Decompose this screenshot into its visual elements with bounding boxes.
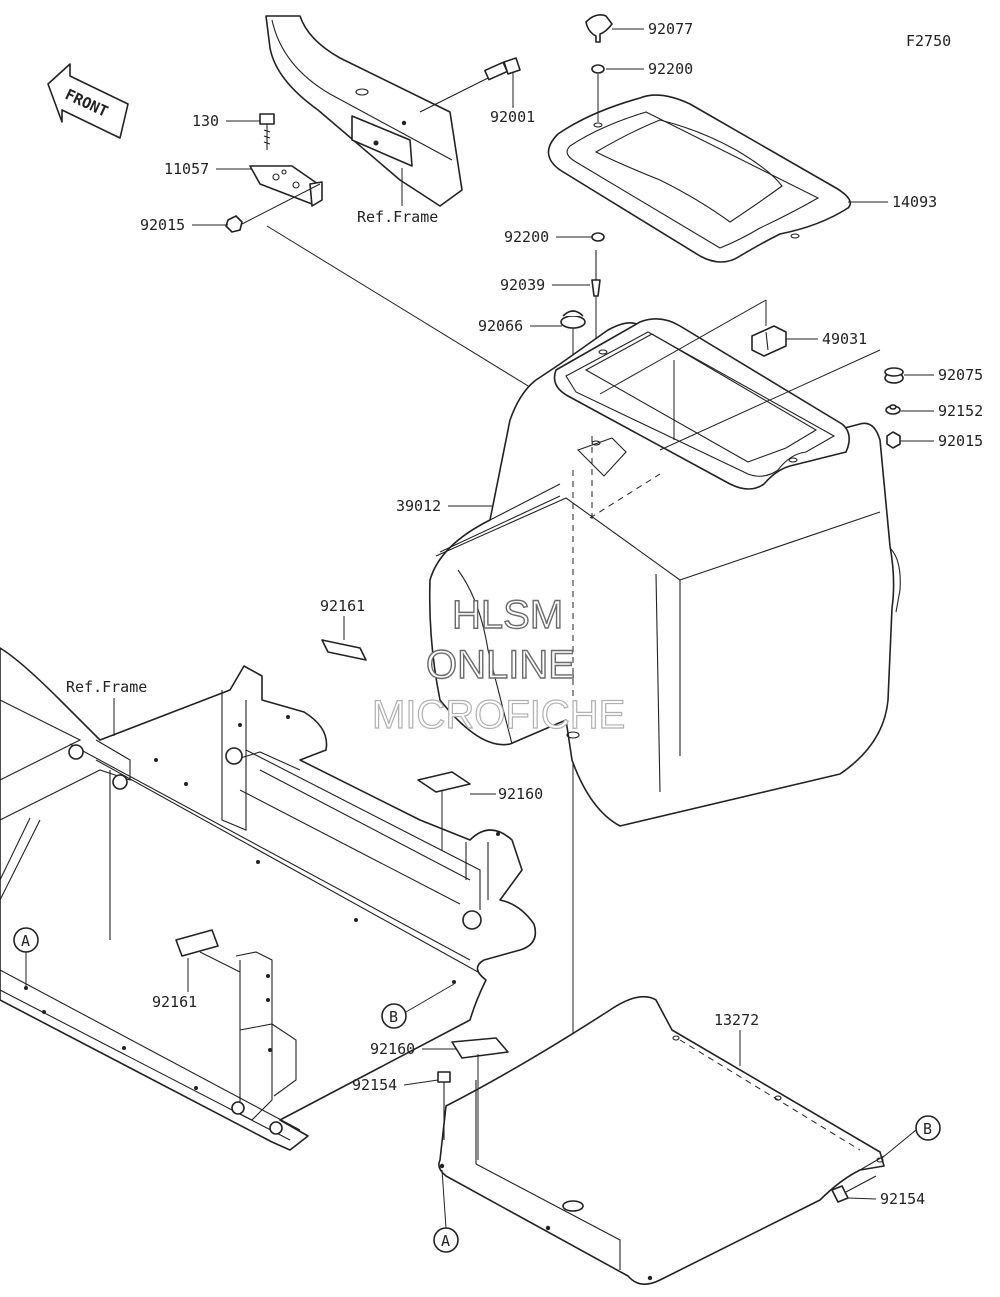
rivet-92039-icon	[591, 250, 601, 297]
part-labels: 92077 92200 92001 130 11057 92015 14093 …	[140, 20, 983, 1208]
grommet-92075-icon	[884, 367, 904, 384]
label-49031: 49031	[822, 330, 867, 348]
label-92001: 92001	[490, 108, 535, 126]
label-13272: 13272	[714, 1011, 759, 1029]
bolt-92154-right-icon	[831, 1175, 877, 1203]
pad-92161-lower-icon	[175, 929, 219, 957]
callout-a-left: A	[13, 927, 39, 953]
label-92154-right: 92154	[880, 1190, 925, 1208]
svg-text:B: B	[389, 1008, 398, 1026]
nut-92015-right-icon	[886, 431, 901, 449]
label-92077: 92077	[648, 20, 693, 38]
bracket-11057-icon	[249, 165, 323, 207]
bolt-92001-icon	[419, 57, 521, 113]
watermark: HLSM ONLINE MICROFICHE	[371, 592, 626, 737]
label-14093: 14093	[892, 193, 937, 211]
washer-92152-icon	[885, 404, 901, 415]
label-92161-upper: 92161	[320, 597, 365, 615]
svg-text:A: A	[21, 932, 30, 950]
diagram-code: F2750	[906, 32, 951, 50]
label-92015-left: 92015	[140, 216, 185, 234]
callout-a-bottom: A	[433, 1227, 459, 1253]
lid-14093	[547, 94, 852, 263]
callout-b-right: B	[915, 1115, 941, 1141]
pad-92161-upper-icon	[321, 639, 367, 661]
latch-49031-icon	[751, 325, 787, 357]
upper-frame-rail	[265, 15, 463, 207]
washer-92200-top-icon	[591, 64, 605, 74]
label-92160-lower: 92160	[370, 1040, 415, 1058]
label-92200-top: 92200	[648, 60, 693, 78]
label-92066: 92066	[478, 317, 523, 335]
ref-frame-upper-label: Ref.Frame	[357, 208, 438, 226]
label-92075: 92075	[938, 366, 983, 384]
label-92160-upper: 92160	[498, 785, 543, 803]
label-92152: 92152	[938, 402, 983, 420]
label-11057: 11057	[164, 160, 209, 178]
label-130: 130	[192, 112, 219, 130]
callout-b-mid: B	[381, 1003, 407, 1029]
watermark-line-3: MICROFICHE	[372, 693, 625, 737]
bolt-92154-left-icon	[437, 1071, 451, 1140]
plug-92066-icon	[560, 310, 586, 329]
watermark-line-2: ONLINE	[426, 643, 575, 687]
nut-92015-icon	[225, 215, 243, 233]
label-92015-right: 92015	[938, 432, 983, 450]
label-39012: 39012	[396, 497, 441, 515]
skid-plate-13272	[438, 995, 885, 1285]
key-92077-icon	[585, 14, 613, 43]
label-92161-lower: 92161	[152, 993, 197, 1011]
pad-92160-lower-icon	[451, 1037, 509, 1059]
label-92039: 92039	[500, 276, 545, 294]
bolt-130-icon	[259, 113, 275, 150]
pad-92160-upper-icon	[417, 771, 471, 793]
svg-text:A: A	[441, 1232, 450, 1250]
front-arrow-icon: FRONT	[47, 63, 129, 139]
washer-92200-bottom-icon	[591, 232, 605, 242]
label-92200-bottom: 92200	[504, 228, 549, 246]
svg-text:B: B	[923, 1120, 932, 1138]
ref-frame-lower-label: Ref.Frame	[66, 678, 147, 696]
storage-box-39012	[428, 318, 901, 827]
label-92154-left: 92154	[352, 1076, 397, 1094]
watermark-line-1: HLSM	[452, 593, 563, 637]
